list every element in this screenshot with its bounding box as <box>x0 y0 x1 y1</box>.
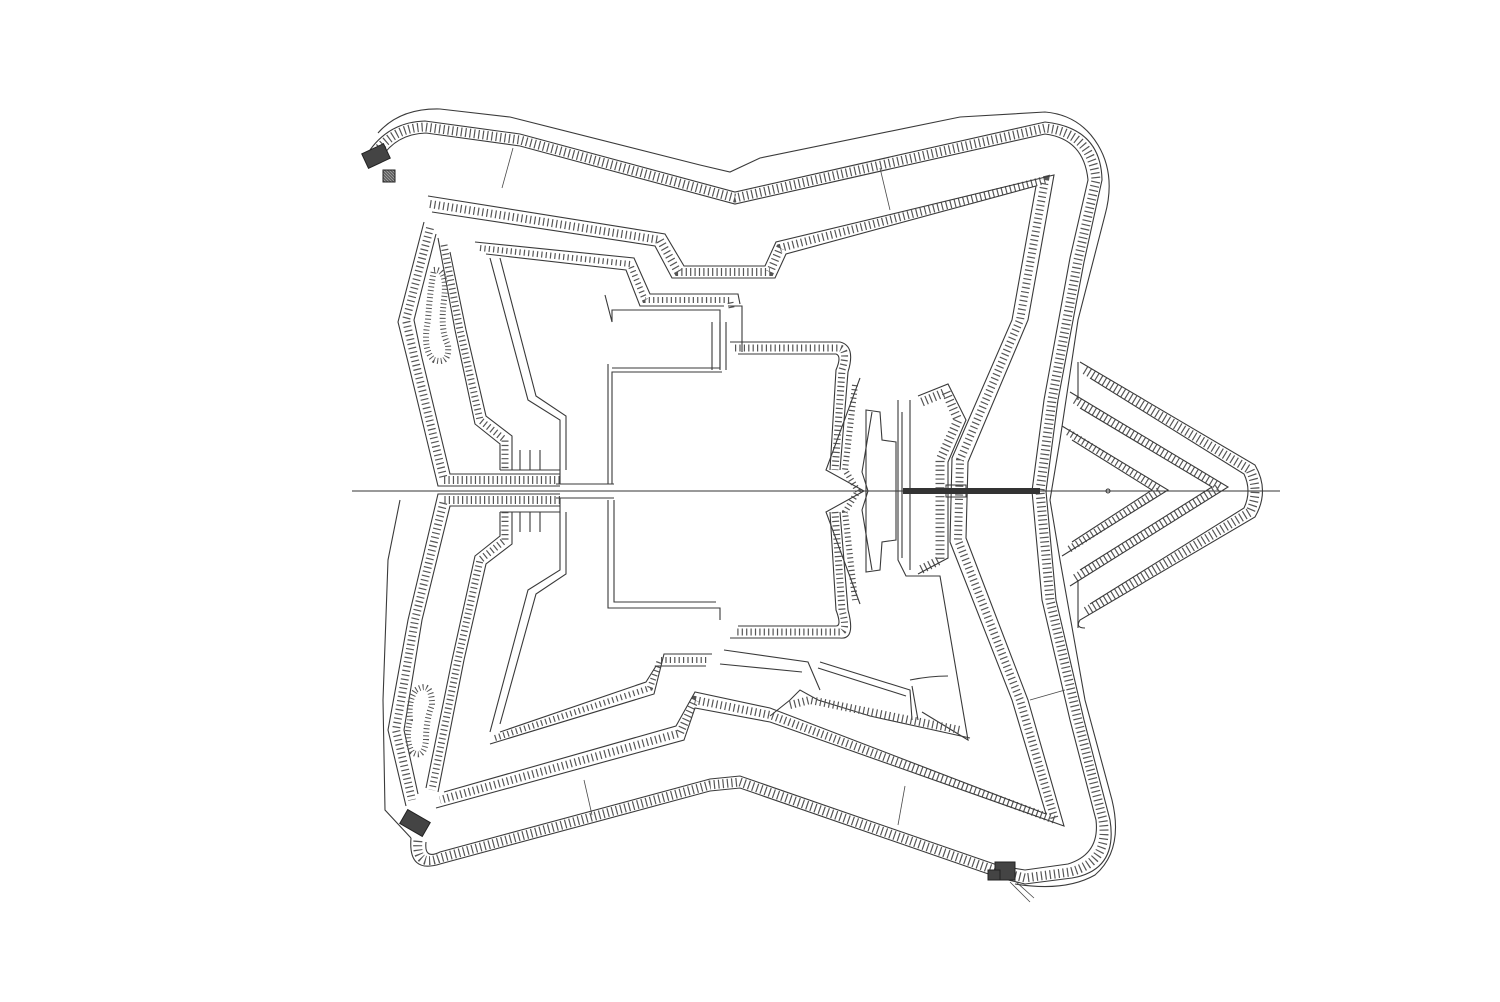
pond-upper <box>423 266 452 364</box>
gate-opening <box>945 484 967 498</box>
pond-lower <box>404 684 436 758</box>
traverse-lines <box>501 147 1066 826</box>
covered-way <box>369 120 1112 885</box>
outer-glacis-edge <box>377 108 1117 888</box>
inner-ravelin <box>825 377 897 605</box>
main-rampart <box>427 174 1065 827</box>
sentry-post-bottom-right <box>987 861 1035 903</box>
left-gate-passage <box>500 450 614 532</box>
arrowhead-outwork <box>1061 361 1264 629</box>
left-ravelin <box>387 221 560 807</box>
ditch-outer-left <box>382 499 412 839</box>
sentry-post-bottom-left <box>399 808 431 838</box>
sentry-post-top-left <box>361 143 396 183</box>
right-flank-works <box>719 383 971 742</box>
axis-marker <box>1105 488 1111 494</box>
inner-enceinte <box>474 241 741 745</box>
gate-causeway <box>903 488 1040 494</box>
central-parade <box>604 294 852 639</box>
